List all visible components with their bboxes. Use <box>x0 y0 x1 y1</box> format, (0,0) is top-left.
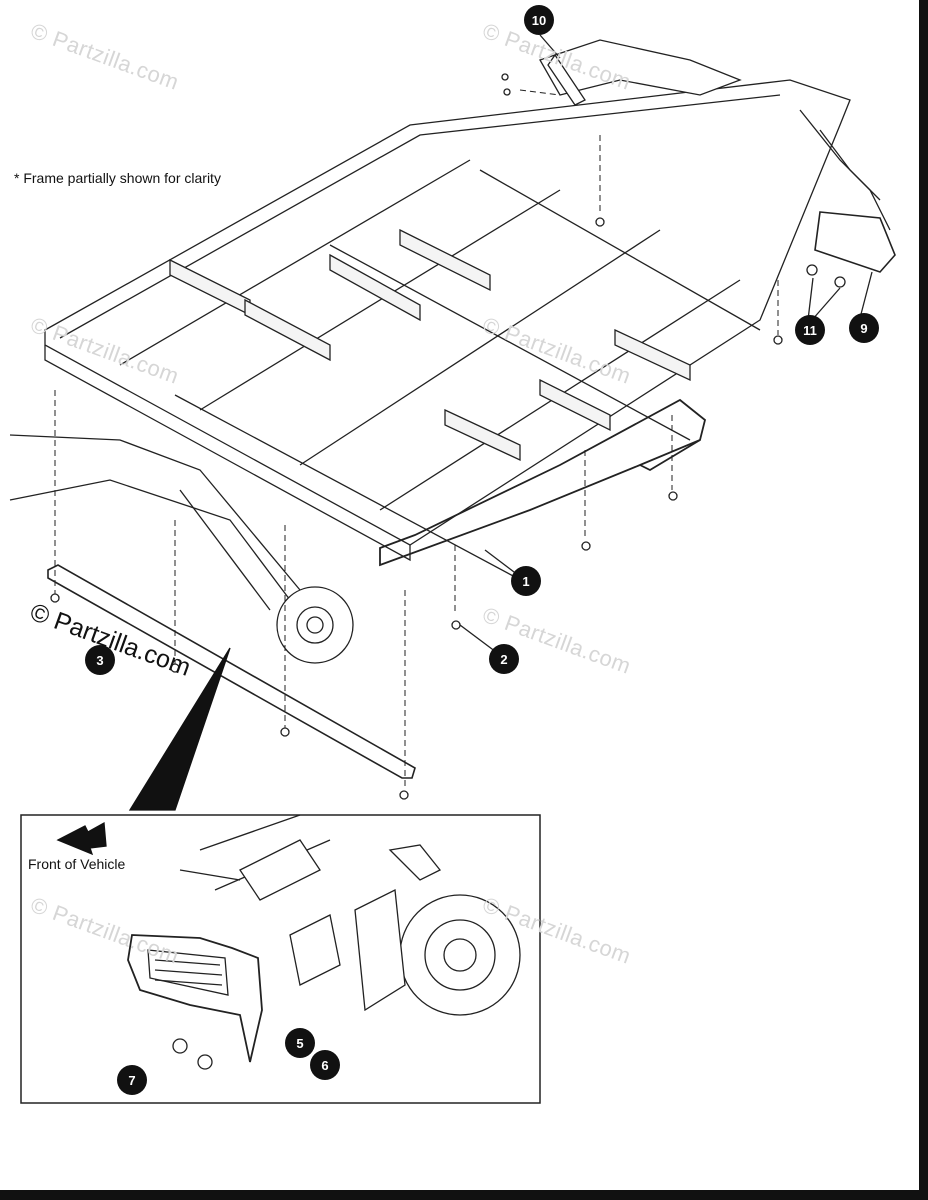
rock-guard-shape <box>127 934 263 1063</box>
callout-7: 7 <box>117 1065 147 1095</box>
callout-9: 9 <box>849 313 879 343</box>
frame-note: * Frame partially shown for clarity <box>14 170 221 186</box>
page-border-right <box>919 0 928 1200</box>
callout-2: 2 <box>489 644 519 674</box>
skid-plate-outline <box>379 398 707 567</box>
front-of-vehicle-label: Front of Vehicle <box>28 856 126 872</box>
callout-3: 3 <box>85 645 115 675</box>
callout-10: 10 <box>524 5 554 35</box>
frame-outline <box>44 79 851 546</box>
callout-6: 6 <box>310 1050 340 1080</box>
page-border-bottom <box>0 1190 928 1200</box>
callout-5: 5 <box>285 1028 315 1058</box>
callout-11: 11 <box>795 315 825 345</box>
callout-1: 1 <box>511 566 541 596</box>
front-arrow-shape <box>56 821 107 856</box>
